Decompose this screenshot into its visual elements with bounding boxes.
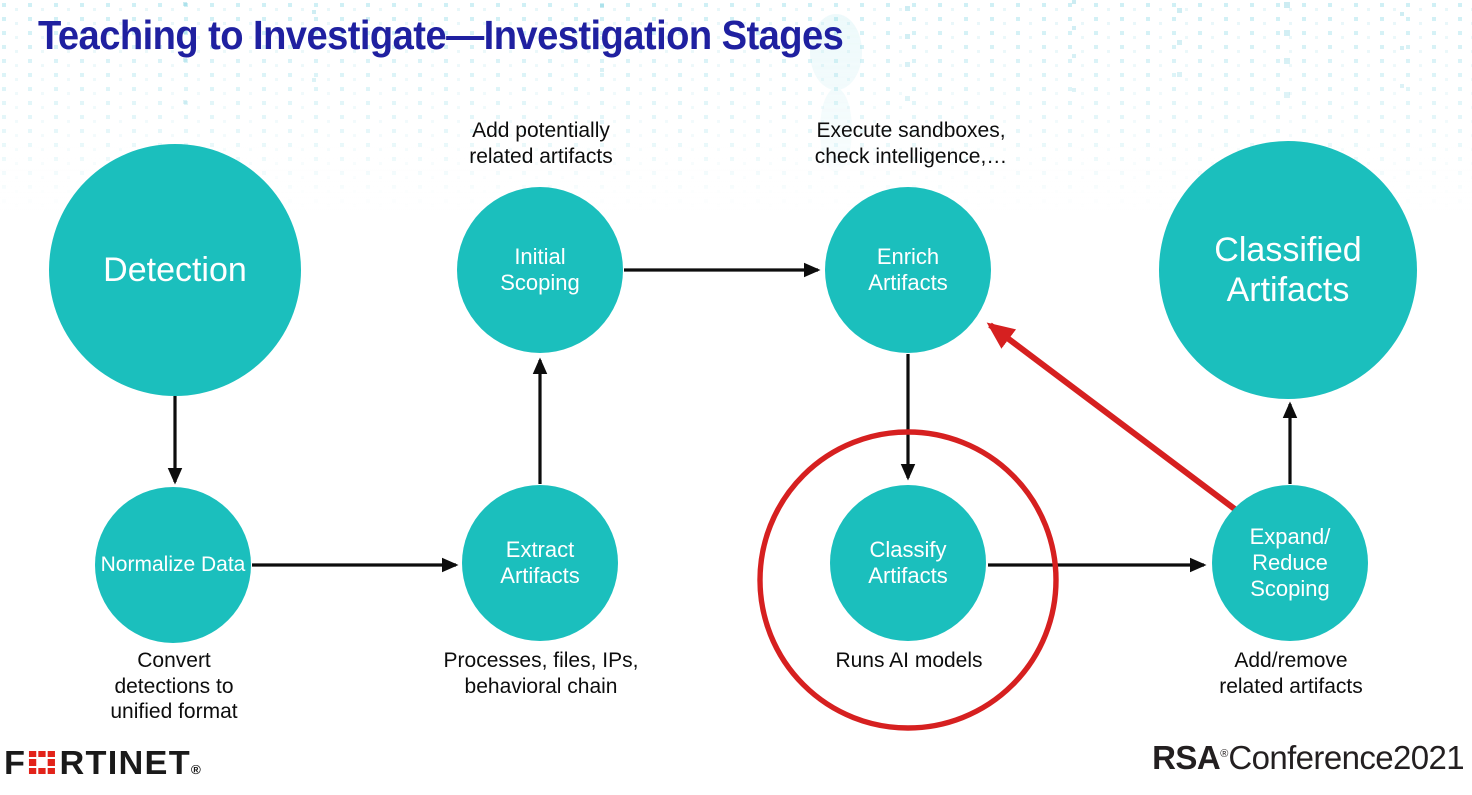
node-classified-artifacts-label: Classified Artifacts — [1214, 230, 1362, 309]
caption-initial-scoping: Add potentially related artifacts — [469, 119, 613, 168]
node-expand-reduce-scoping[interactable]: Expand/ Reduce Scoping — [1212, 485, 1368, 641]
node-enrich-artifacts-label: Enrich Artifacts — [868, 244, 948, 295]
node-detection[interactable]: Detection — [49, 144, 301, 396]
node-extract-artifacts-label: Extract Artifacts — [500, 537, 580, 588]
node-classify-artifacts[interactable]: Classify Artifacts — [830, 485, 986, 641]
page-title: Teaching to Investigate—Investigation St… — [38, 12, 844, 58]
fortinet-logo: F RTINET® — [4, 745, 201, 779]
node-expand-reduce-scoping-label: Expand/ Reduce Scoping — [1249, 524, 1331, 601]
node-normalize-data[interactable]: Normalize Data — [95, 487, 251, 643]
rsa-conference-logo: RSA ® Conference2021 — [1152, 739, 1465, 777]
node-detection-label: Detection — [103, 250, 247, 289]
rsa-conference-year: Conference2021 — [1228, 739, 1464, 776]
caption-normalize-data: Convert detections to unified format — [110, 649, 238, 724]
caption-extract-artifacts: Processes, files, IPs, behavioral chain — [443, 649, 639, 698]
node-normalize-data-label: Normalize Data — [100, 552, 246, 576]
node-classify-artifacts-label: Classify Artifacts — [868, 537, 948, 588]
rsa-wordmark: RSA — [1152, 739, 1221, 776]
caption-classify-artifacts: Runs AI models — [835, 649, 983, 672]
node-initial-scoping[interactable]: Initial Scoping — [457, 187, 623, 353]
fortinet-wordmark: F RTINET® — [4, 746, 202, 779]
rsa-registered-mark: ® — [1220, 748, 1229, 760]
node-extract-artifacts[interactable]: Extract Artifacts — [462, 485, 618, 641]
edge-expand-enrich-feedback — [986, 322, 1242, 516]
fortinet-o-icon — [27, 749, 58, 776]
caption-expand-reduce-scoping: Add/remove related artifacts — [1219, 649, 1363, 698]
highlight-classify-artifacts — [757, 429, 1059, 731]
node-enrich-artifacts[interactable]: Enrich Artifacts — [825, 187, 991, 353]
node-initial-scoping-label: Initial Scoping — [500, 244, 580, 295]
fortinet-registered-mark: ® — [190, 762, 203, 777]
node-classified-artifacts[interactable]: Classified Artifacts — [1159, 141, 1417, 399]
fortinet-letter-f: F — [4, 744, 27, 781]
fortinet-letters-rtinet: RTINET — [59, 744, 191, 781]
caption-enrich-artifacts: Execute sandboxes, check intelligence,… — [814, 119, 1008, 168]
